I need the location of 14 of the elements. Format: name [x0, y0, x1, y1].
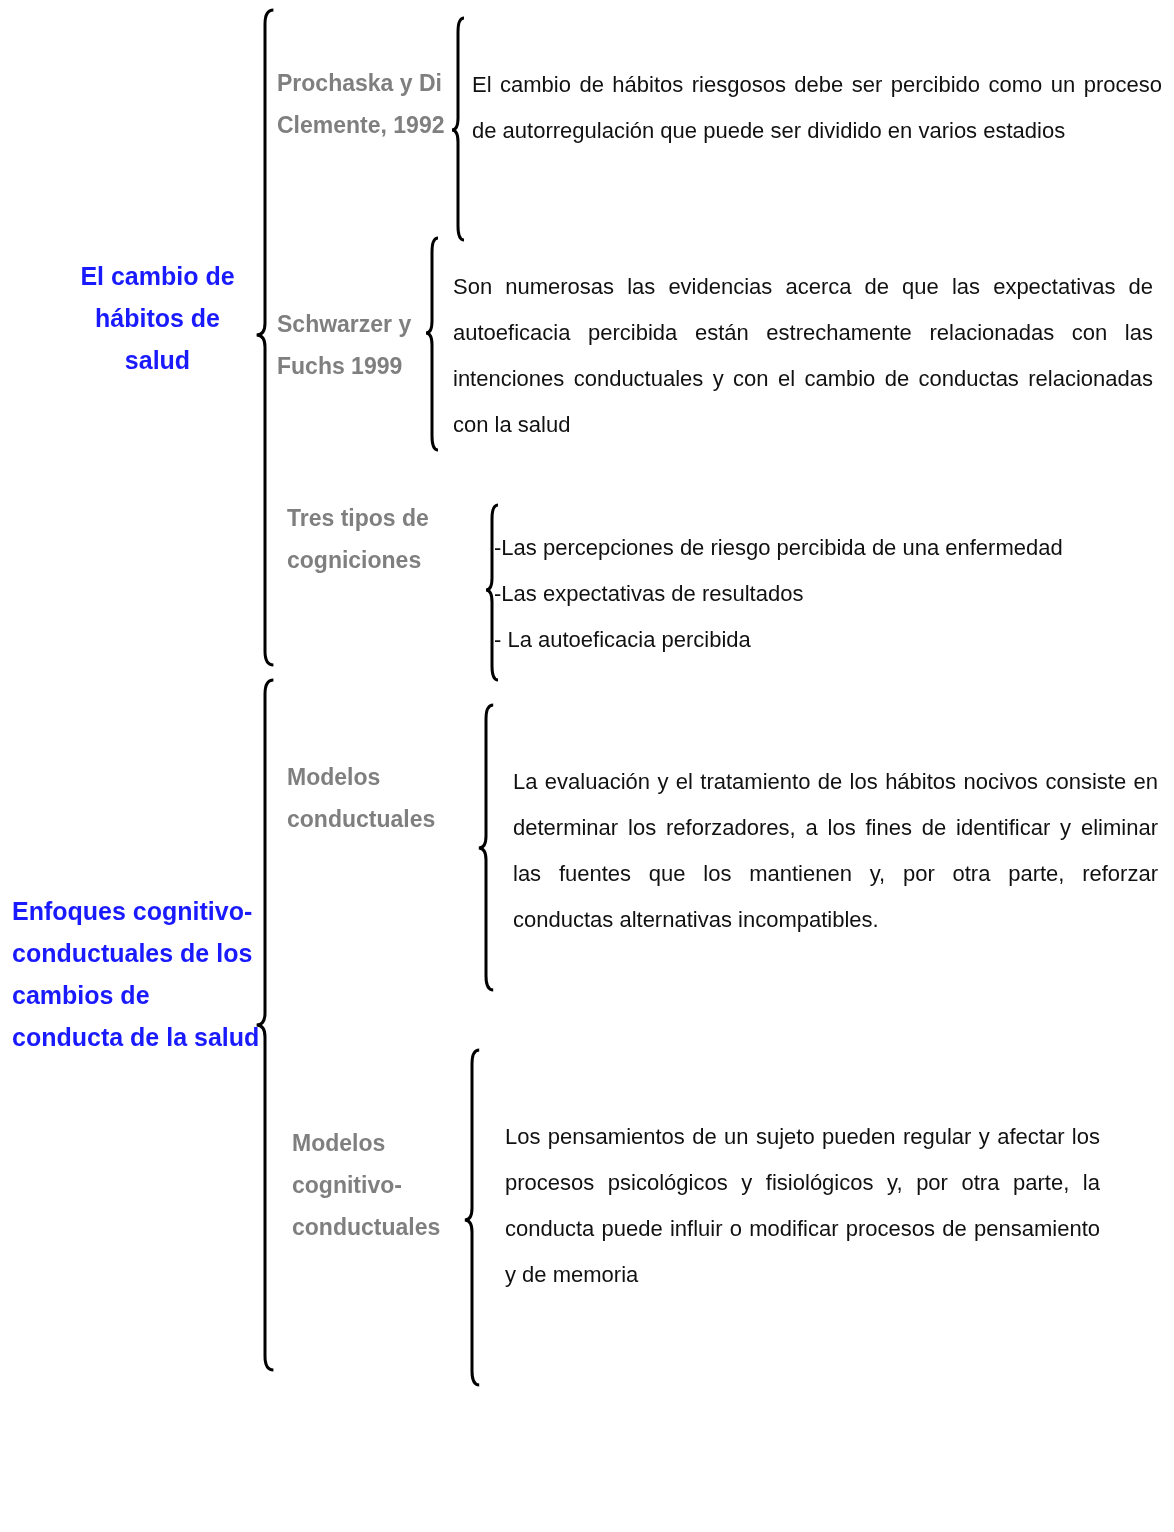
list-item: -Las expectativas de resultados	[494, 580, 805, 608]
category-label: Modelos cognitivo-conductuales	[292, 1129, 442, 1242]
list-item: -Las percepciones de riesgo percibida de una enfermedad	[494, 534, 1064, 562]
category-label: Tres tipos de cogniciones	[287, 504, 430, 575]
description-text: La evaluación y el tratamiento de los hábitos nocivos consiste en determinar los reforzadores, a los fines de identificar y eliminar las fuentes que los mantienen y, por otra parte, reforzar conductas alternativas incompatibles.	[513, 768, 1158, 934]
category-label: Modelos conductuales	[287, 763, 437, 834]
description-text: El cambio de hábitos riesgosos debe ser percibido como un proceso de autorregulación que puede ser dividido en varios estadios	[472, 71, 1162, 145]
list-item: - La autoeficacia percibida	[494, 626, 752, 654]
topic-heading: El cambio de hábitos de salud	[79, 261, 236, 376]
description-text: Son numerosas las evidencias acerca de que las expectativas de autoeficacia percibida están estrechamente relacionadas con las intenciones conductuales y con el cambio de conductas relacionadas con la salud	[453, 273, 1153, 439]
category-label: Schwarzer y Fuchs 1999	[277, 310, 413, 381]
category-label: Prochaska y Di Clemente, 1992	[277, 69, 446, 140]
topic-heading: Enfoques cognitivo-conductuales de los cambios de conducta de la salud	[12, 896, 261, 1053]
description-text: Los pensamientos de un sujeto pueden regular y afectar los procesos psicológicos y fisiológicos y, por otra parte, la conducta puede influir o modificar procesos de pensamiento y de memoria	[505, 1123, 1100, 1289]
